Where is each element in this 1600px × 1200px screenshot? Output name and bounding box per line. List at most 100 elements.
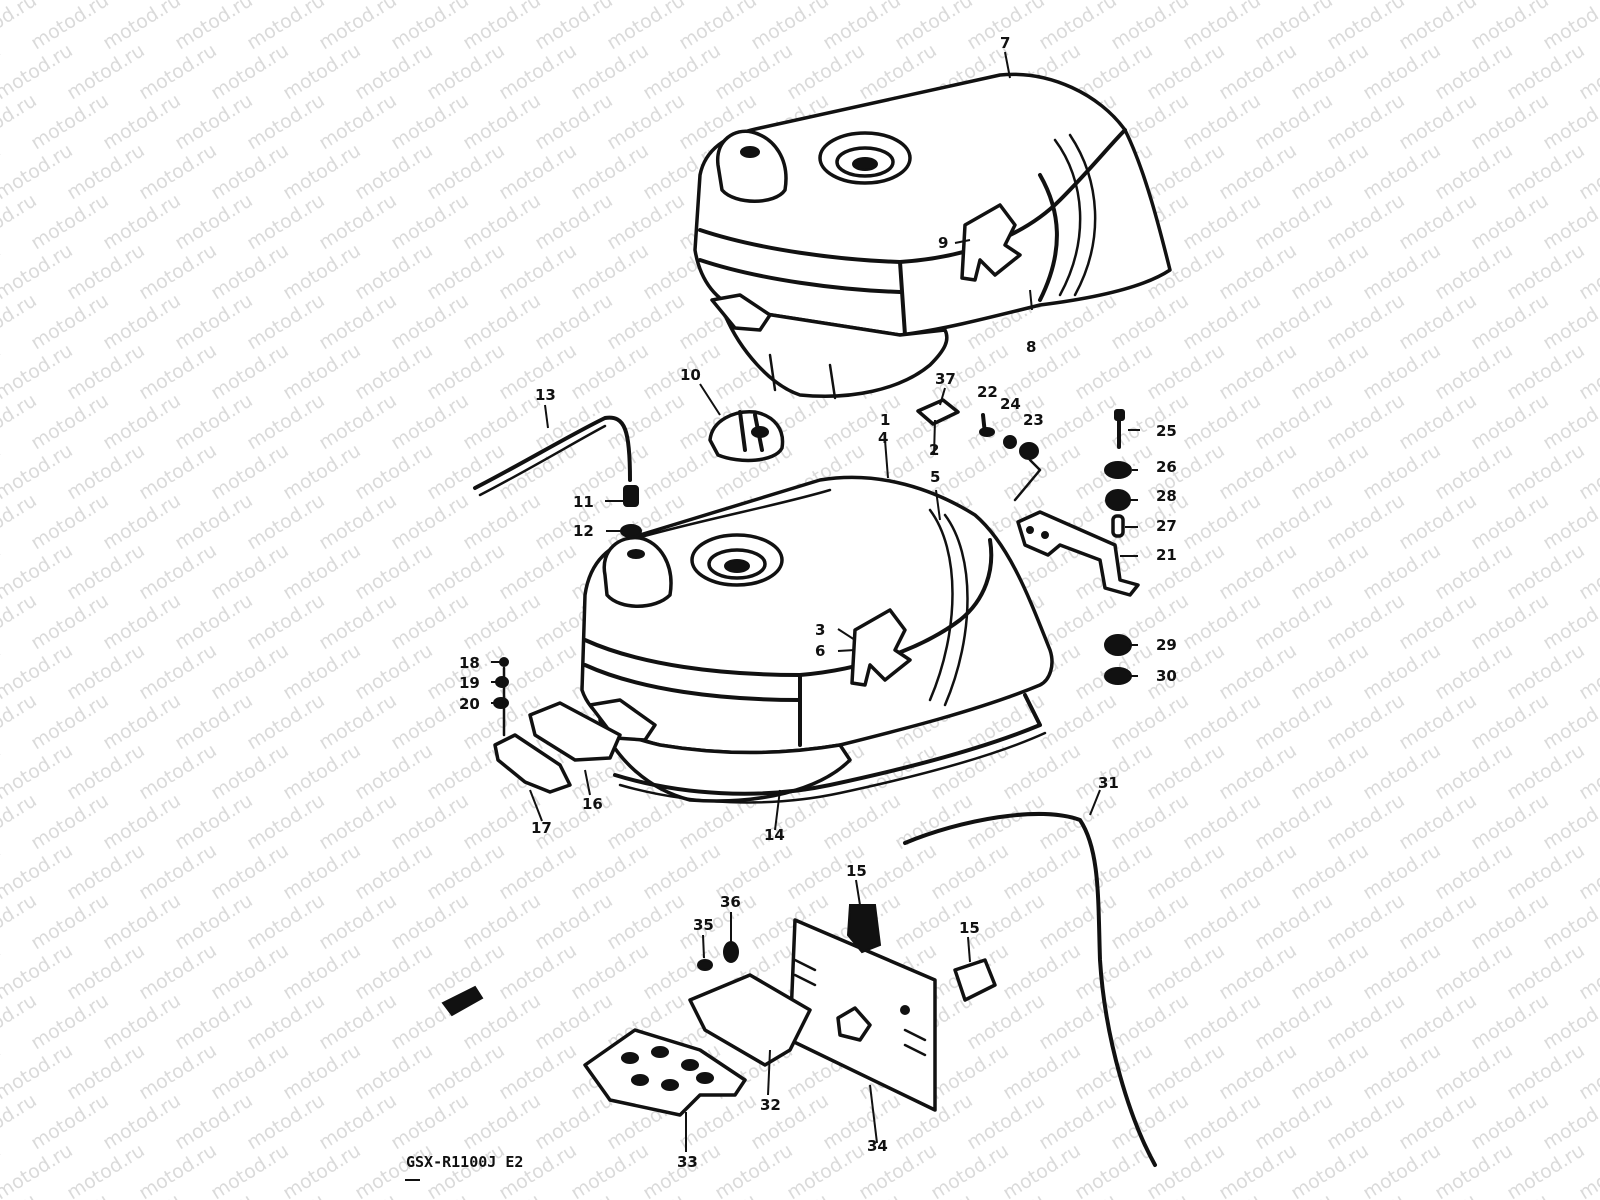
watermark-text: motod.ru	[1035, 689, 1121, 754]
watermark-text: motod.ru	[1395, 389, 1481, 454]
watermark-text: motod.ru	[1467, 889, 1553, 954]
watermark-text: motod.ru	[243, 189, 329, 254]
watermark-text: motod.ru	[1107, 889, 1193, 954]
callout-4: 4	[878, 429, 888, 447]
watermark-text: motod.ru	[1035, 389, 1121, 454]
watermark-text: motod.ru	[63, 439, 149, 504]
watermark-text: motod.ru	[1467, 389, 1553, 454]
callout-1: 1	[880, 411, 890, 429]
watermark-text: motod.ru	[1359, 339, 1445, 404]
watermark-text: motod.ru	[639, 439, 725, 504]
watermark-text: motod.ru	[1071, 739, 1157, 804]
watermark-text: motod.ru	[135, 739, 221, 804]
watermark-text: motod.ru	[459, 489, 545, 554]
watermark-text: motod.ru	[315, 489, 401, 554]
watermark-text: motod.ru	[351, 239, 437, 304]
watermark-text: motod.ru	[1323, 789, 1409, 854]
watermark-text: motod.ru	[315, 689, 401, 754]
watermark-text: motod.ru	[99, 889, 185, 954]
watermark-text: motod.ru	[135, 1039, 221, 1104]
watermark-text: motod.ru	[1215, 839, 1301, 904]
watermark-text: motod.ru	[675, 889, 761, 954]
watermark-text: motod.ru	[1107, 1089, 1193, 1154]
watermark-text: motod.ru	[1251, 489, 1337, 554]
callout-37: 37	[935, 370, 956, 388]
hose-fitting	[620, 485, 642, 538]
watermark-text: motod.ru	[1575, 0, 1600, 4]
watermark-text: motod.ru	[1395, 89, 1481, 154]
watermark-text: motod.ru	[567, 139, 653, 204]
watermark-text: motod.ru	[171, 389, 257, 454]
watermark-text: motod.ru	[1431, 539, 1517, 604]
watermark-text: motod.ru	[459, 1089, 545, 1154]
watermark-text: motod.ru	[567, 839, 653, 904]
watermark-text: motod.ru	[495, 139, 581, 204]
watermark-text: motod.ru	[927, 839, 1013, 904]
watermark-text: motod.ru	[1467, 489, 1553, 554]
watermark-text: motod.ru	[1251, 589, 1337, 654]
watermark-text: motod.ru	[1323, 89, 1409, 154]
callout-12: 12	[573, 522, 594, 540]
watermark-text: motod.ru	[1107, 989, 1193, 1054]
watermark-text: motod.ru	[279, 639, 365, 704]
watermark-text: motod.ru	[1071, 1139, 1157, 1200]
watermark-text: motod.ru	[1215, 1039, 1301, 1104]
watermark-text: motod.ru	[639, 39, 725, 104]
watermark-text: motod.ru	[1251, 189, 1337, 254]
heat-shield	[441, 904, 997, 1117]
watermark-text: motod.ru	[1215, 39, 1301, 104]
leader-lines	[491, 51, 1140, 1152]
watermark-text: motod.ru	[495, 839, 581, 904]
watermark-text: motod.ru	[387, 1089, 473, 1154]
watermark-text: motod.ru	[207, 639, 293, 704]
watermark-text: motod.ru	[927, 1039, 1013, 1104]
watermark-text: motod.ru	[135, 439, 221, 504]
callout-13: 13	[535, 386, 556, 404]
watermark-text: motod.ru	[1107, 789, 1193, 854]
watermark-text: motod.ru	[27, 989, 113, 1054]
watermark-text: motod.ru	[1143, 939, 1229, 1004]
watermark-text: motod.ru	[63, 139, 149, 204]
watermark-text: motod.ru	[351, 839, 437, 904]
watermark-text: motod.ru	[27, 489, 113, 554]
watermark-text: motod.ru	[963, 989, 1049, 1054]
watermark-text: motod.ru	[207, 1039, 293, 1104]
watermark-text: motod.ru	[207, 939, 293, 1004]
watermark-text: motod.ru	[567, 1139, 653, 1200]
watermark-text: motod.ru	[1503, 139, 1589, 204]
callout-27: 27	[1156, 517, 1177, 535]
watermark-text: motod.ru	[531, 889, 617, 954]
fuel-cap	[708, 410, 785, 463]
watermark-text: motod.ru	[171, 989, 257, 1054]
watermark-text: motod.ru	[1179, 989, 1265, 1054]
watermark-text: motod.ru	[1287, 39, 1373, 104]
watermark-text: motod.ru	[279, 339, 365, 404]
watermark-text: motod.ru	[567, 939, 653, 1004]
watermark-text: motod.ru	[243, 289, 329, 354]
watermark-text: motod.ru	[1359, 1039, 1445, 1104]
watermark-text: motod.ru	[387, 489, 473, 554]
watermark-text: motod.ru	[315, 289, 401, 354]
watermark-text: motod.ru	[1467, 189, 1553, 254]
watermark-text: motod.ru	[1035, 1089, 1121, 1154]
watermark-text: motod.ru	[63, 539, 149, 604]
watermark-text: motod.ru	[351, 739, 437, 804]
watermark-text: motod.ru	[1395, 789, 1481, 854]
watermark-text: motod.ru	[243, 789, 329, 854]
watermark-text: motod.ru	[459, 589, 545, 654]
watermark-text: motod.ru	[351, 39, 437, 104]
watermark-text: motod.ru	[567, 339, 653, 404]
watermark-text: motod.ru	[171, 689, 257, 754]
callout-7: 7	[1000, 34, 1010, 52]
watermark-text: motod.ru	[315, 589, 401, 654]
watermark-text: motod.ru	[1251, 289, 1337, 354]
watermark-text: motod.ru	[1287, 339, 1373, 404]
watermark-text: motod.ru	[1035, 789, 1121, 854]
watermark-text: motod.ru	[99, 589, 185, 654]
watermark-text: motod.ru	[351, 339, 437, 404]
watermark-text: motod.ru	[1251, 1089, 1337, 1154]
watermark-text: motod.ru	[27, 189, 113, 254]
watermark-text: motod.ru	[243, 589, 329, 654]
watermark-text: motod.ru	[99, 489, 185, 554]
callout-15a: 15	[846, 862, 867, 880]
